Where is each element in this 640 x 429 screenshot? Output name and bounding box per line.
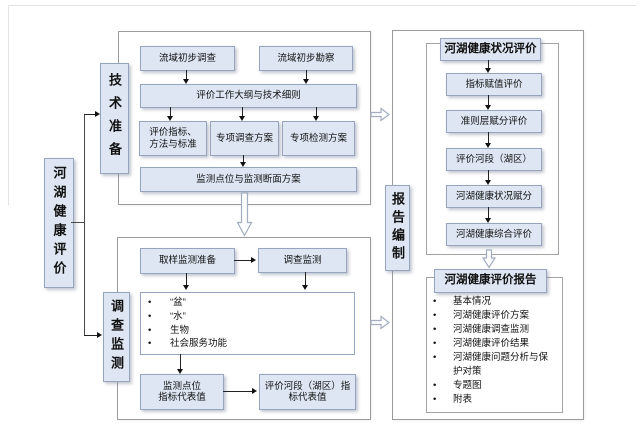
flow-arrow [234, 257, 256, 263]
list-item: 河湖健康评价方案 [430, 309, 552, 323]
eval-step-label: 评价河段（湖区） [455, 153, 532, 165]
flow-arrow [303, 70, 309, 84]
phase-report-label: 报告编制 [390, 192, 405, 264]
flow-arrow [313, 107, 319, 121]
flow-arrow [485, 207, 491, 223]
page-border-line-top [8, 5, 636, 6]
flow-arrow [485, 95, 491, 110]
report-title-box: 河湖健康评价报告 [434, 269, 547, 293]
report-contents-list: 基本情况 河湖健康评价方案 河湖健康调查监测 河湖健康评价结果 河湖健康问题分析… [430, 295, 552, 407]
list-item: 专题图 [430, 379, 552, 393]
basin-recon-box: 流域初步勘察 [259, 46, 353, 71]
flow-arrow [167, 107, 173, 121]
flow-arrow [223, 388, 257, 394]
list-item: “水” [142, 310, 342, 324]
flow-arrow [485, 132, 491, 148]
reach-value-label-line2: 标代表值 [288, 392, 327, 403]
connector-line [84, 114, 85, 335]
basin-recon-label: 流域初步勘察 [277, 52, 335, 64]
list-item: 附表 [430, 393, 552, 407]
flow-arrow [183, 273, 189, 290]
arrow-to-survey-phase [84, 332, 102, 338]
list-item: 河湖健康调查监测 [430, 323, 552, 337]
eval-step-box-2: 准则层赋分评价 [446, 110, 542, 133]
list-item: “盆” [142, 296, 342, 310]
outline-label: 评价工作大纲与技术细则 [196, 90, 301, 102]
phase-tech-label: 技术准备 [107, 72, 122, 165]
eval-step-label: 准则层赋分评价 [460, 115, 528, 127]
page-border-line-left [8, 5, 9, 205]
arrow-to-tech-phase [84, 111, 100, 117]
outline-box: 评价工作大纲与技术细则 [140, 84, 357, 108]
eval-step-box-3: 评价河段（湖区） [446, 148, 542, 171]
eval-step-box-4: 河湖健康状况赋分 [446, 185, 542, 208]
list-item: 河湖健康问题分析与保护对策 [430, 351, 552, 379]
connector-line [71, 222, 84, 223]
phase-flow-right-arrow-top [370, 107, 390, 122]
eval-step-box-1: 指标赋值评价 [446, 73, 542, 96]
eval-title-label: 河湖健康状况评价 [444, 42, 537, 55]
reach-value-label-line1: 评价河段（湖区）指 [264, 380, 351, 392]
list-item: 生物 [142, 324, 342, 338]
indicators-label-line2: 方法与标准 [149, 138, 197, 150]
list-item: 社会服务功能 [142, 337, 342, 351]
phase-flow-down-arrow [236, 192, 253, 237]
phase-survey-label: 调查监测 [109, 299, 124, 375]
special-test-box: 专项检测方案 [282, 121, 355, 156]
survey-monitor-box: 调查监测 [258, 248, 347, 273]
flow-arrow [183, 70, 189, 84]
eval-step-label: 指标赋值评价 [465, 78, 523, 90]
sampling-prep-box: 取样监测准备 [140, 248, 235, 274]
report-title-label: 河湖健康评价报告 [444, 274, 537, 287]
eval-step-label: 河湖健康综合评价 [455, 228, 532, 240]
flow-arrow [177, 354, 183, 374]
phase-report-box: 报告编制 [385, 185, 410, 271]
root-box: 河湖健康评价 [44, 158, 74, 288]
indicators-box: 评价指标、 方法与标准 [139, 121, 207, 156]
monitor-plan-label: 监测点位与监测断面方案 [196, 173, 301, 185]
root-label: 河湖健康评价 [51, 166, 67, 280]
eval-to-report-down-arrow [482, 249, 496, 269]
eval-step-box-5: 河湖健康综合评价 [446, 223, 542, 246]
flow-arrow [485, 170, 491, 185]
flow-arrow [239, 107, 245, 121]
flow-arrow [302, 272, 308, 290]
special-survey-box: 专项调查方案 [210, 121, 279, 156]
special-test-label: 专项检测方案 [289, 132, 347, 144]
eval-title-box: 河湖健康状况评价 [440, 38, 541, 61]
eval-step-label: 河湖健康状况赋分 [455, 190, 532, 202]
sampling-prep-label: 取样监测准备 [158, 255, 216, 267]
phase-survey-box: 调查监测 [103, 292, 130, 382]
basin-survey-box: 流域初步调查 [140, 46, 235, 71]
survey-aspects-list: “盆” “水” 生物 社会服务功能 [142, 296, 342, 351]
basin-survey-label: 流域初步调查 [158, 52, 216, 64]
survey-monitor-label: 调查监测 [283, 254, 322, 266]
monitor-plan-box: 监测点位与监测断面方案 [140, 167, 357, 192]
flow-arrow [485, 60, 491, 73]
special-survey-label: 专项调查方案 [215, 132, 273, 144]
monitor-value-box: 监测点位 指标代表值 [140, 374, 224, 410]
list-item: 河湖健康评价结果 [430, 337, 552, 351]
monitor-value-label-line1: 监测点位 [162, 380, 201, 392]
phase-tech-box: 技术准备 [100, 63, 129, 174]
flow-arrow [240, 155, 246, 167]
indicators-label-line1: 评价指标、 [149, 127, 197, 138]
phase-flow-right-arrow-bottom [370, 315, 390, 330]
reach-value-box: 评价河段（湖区）指 标代表值 [259, 374, 356, 410]
monitor-value-label-line2: 指标代表值 [158, 392, 206, 403]
list-item: 基本情况 [430, 295, 552, 309]
